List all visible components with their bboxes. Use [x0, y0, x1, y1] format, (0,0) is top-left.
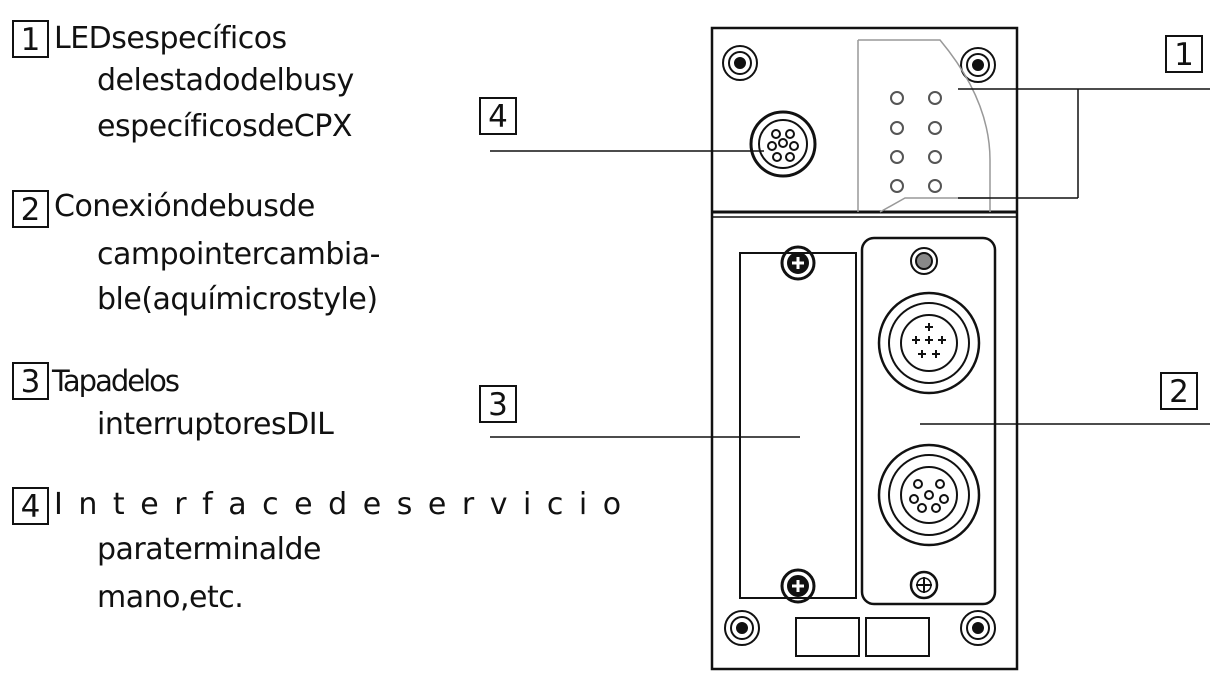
- legend-3-line-2: interruptoresDIL: [97, 407, 334, 442]
- legend-2-line-1: Conexióndebusde: [54, 189, 315, 224]
- legend-1-line-3: específicosdeCPX: [97, 109, 352, 144]
- label-slot-left: [795, 617, 860, 657]
- callout-2: 2: [1160, 372, 1198, 410]
- callout-1: 1: [1165, 35, 1203, 73]
- screw-bottom-left: [724, 610, 760, 646]
- legend-1-line-1: LEDsespecíficos: [54, 21, 287, 56]
- service-interface-connector: [749, 110, 817, 178]
- legend-2-line-2: campointercambia-: [97, 237, 380, 272]
- fieldbus-module: [860, 236, 997, 606]
- led-panel: [857, 39, 991, 213]
- label-slot-right: [865, 617, 930, 657]
- legend-number-box-1: 1: [12, 20, 49, 58]
- screw-top-left: [722, 45, 758, 81]
- leader-line-1: [958, 88, 1210, 199]
- legend-2-line-3: ble(aquímicrostyle): [97, 282, 378, 317]
- legend-4-line-3: mano,etc.: [97, 580, 244, 615]
- screw-top-right: [960, 47, 996, 83]
- legend-number-box-2: 2: [12, 190, 49, 228]
- callout-3: 3: [479, 385, 517, 423]
- legend-number-box-3: 3: [12, 362, 49, 400]
- dil-switch-cover: [739, 245, 857, 604]
- legend-number-box-4: 4: [12, 487, 49, 525]
- legend-4-line-2: paraterminalde: [97, 532, 321, 567]
- legend-4-line-1: I n t e r f a c e d e s e r v i c i o: [54, 487, 625, 522]
- screw-bottom-right: [960, 610, 996, 646]
- device-housing: [710, 26, 1019, 671]
- callout-4: 4: [479, 97, 517, 135]
- legend-3-line-1: Tapadelos: [52, 364, 180, 398]
- legend-1-line-2: delestadodelbusy: [97, 63, 354, 98]
